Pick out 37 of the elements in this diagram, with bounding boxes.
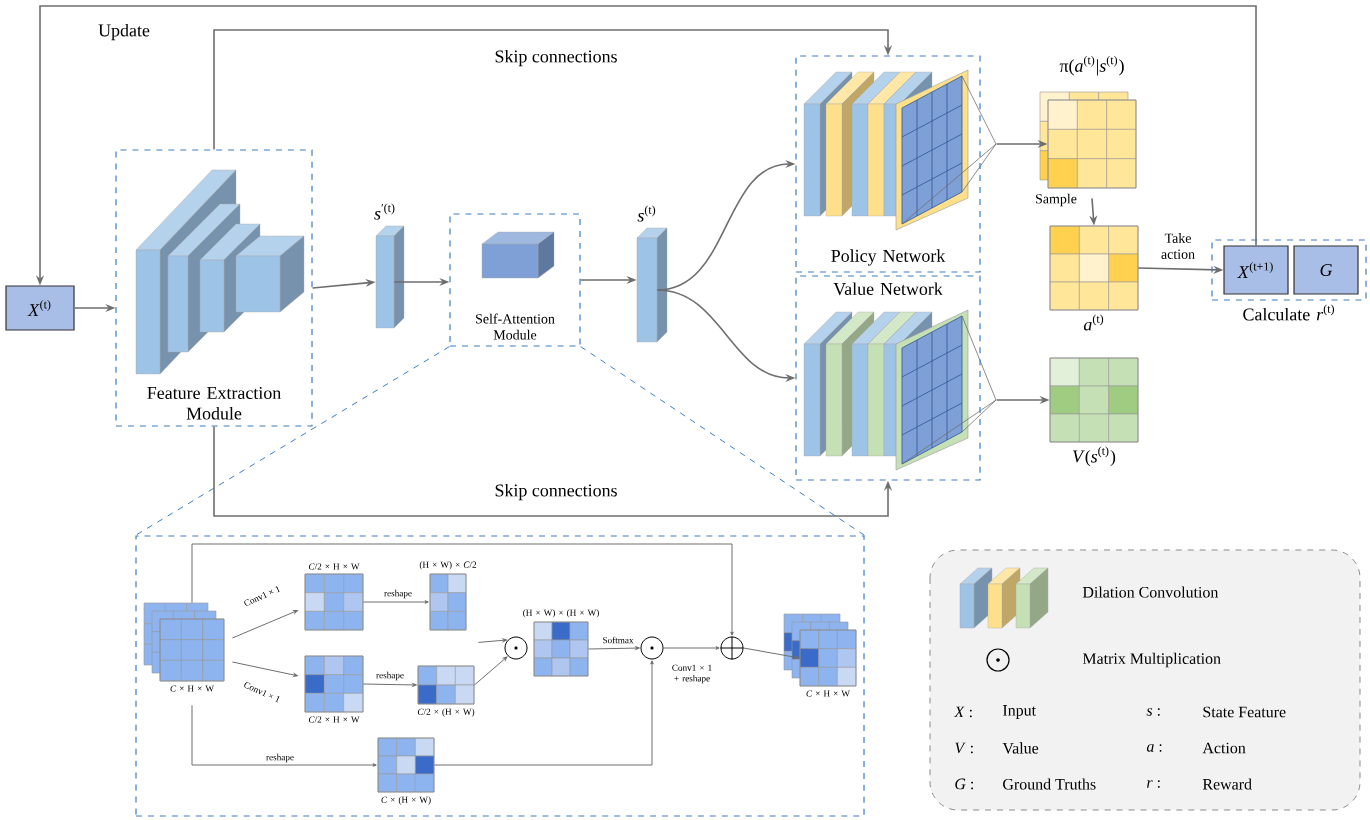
symbol-box: G — [1293, 245, 1359, 295]
edge-label: Skip connections — [495, 49, 617, 67]
arrow — [362, 683, 417, 687]
module-box: Feature Extraction Module — [115, 149, 313, 427]
symbol-box: X$^{(t)}$ — [5, 285, 75, 331]
arrow — [231, 610, 298, 639]
edge-label: Update — [98, 23, 150, 41]
module-box: Policy Network — [795, 55, 981, 273]
arrow — [587, 646, 640, 650]
matrix-grid: a$^{(t)}$ — [1049, 225, 1139, 331]
edge-label: Skip connections — [495, 483, 617, 501]
matrix-grid: V(s$^{(t)}$) — [1049, 357, 1139, 467]
arrow — [231, 661, 298, 677]
node-label: Calculate r$^{(t)}$ — [1243, 304, 1334, 321]
arrow — [191, 704, 377, 767]
arrow — [213, 29, 893, 151]
detail-panel — [135, 535, 865, 817]
arrow — [477, 638, 508, 643]
arrow — [743, 647, 799, 659]
node-label: s$^{′(t)}$ — [374, 203, 395, 220]
arrow — [362, 600, 429, 604]
arrow — [473, 656, 508, 686]
multiplication-symbol — [640, 636, 664, 660]
node-label: s$^{(t)}$ — [637, 205, 656, 222]
matrix-grid: π(a$^{(t)}$|s$^{(t)}$) — [1039, 55, 1137, 189]
arrow — [191, 543, 734, 636]
module-box: Value Network — [795, 275, 981, 481]
arrow — [663, 646, 720, 650]
arrow — [433, 660, 654, 766]
node-label: π(a$^{(t)}$|s$^{(t)}$) — [1059, 55, 1124, 76]
addition-symbol — [720, 636, 744, 660]
feature-bar: s$^{′(t)}$ — [374, 203, 405, 329]
multiplication-symbol — [504, 636, 528, 660]
node-label: V(s$^{(t)}$) — [1073, 446, 1116, 467]
node-label: a$^{(t)}$ — [1083, 314, 1104, 331]
feature-bar: s$^{(t)}$ — [636, 205, 668, 343]
symbol-box: X$^{(t+1)}$ — [1223, 245, 1289, 295]
